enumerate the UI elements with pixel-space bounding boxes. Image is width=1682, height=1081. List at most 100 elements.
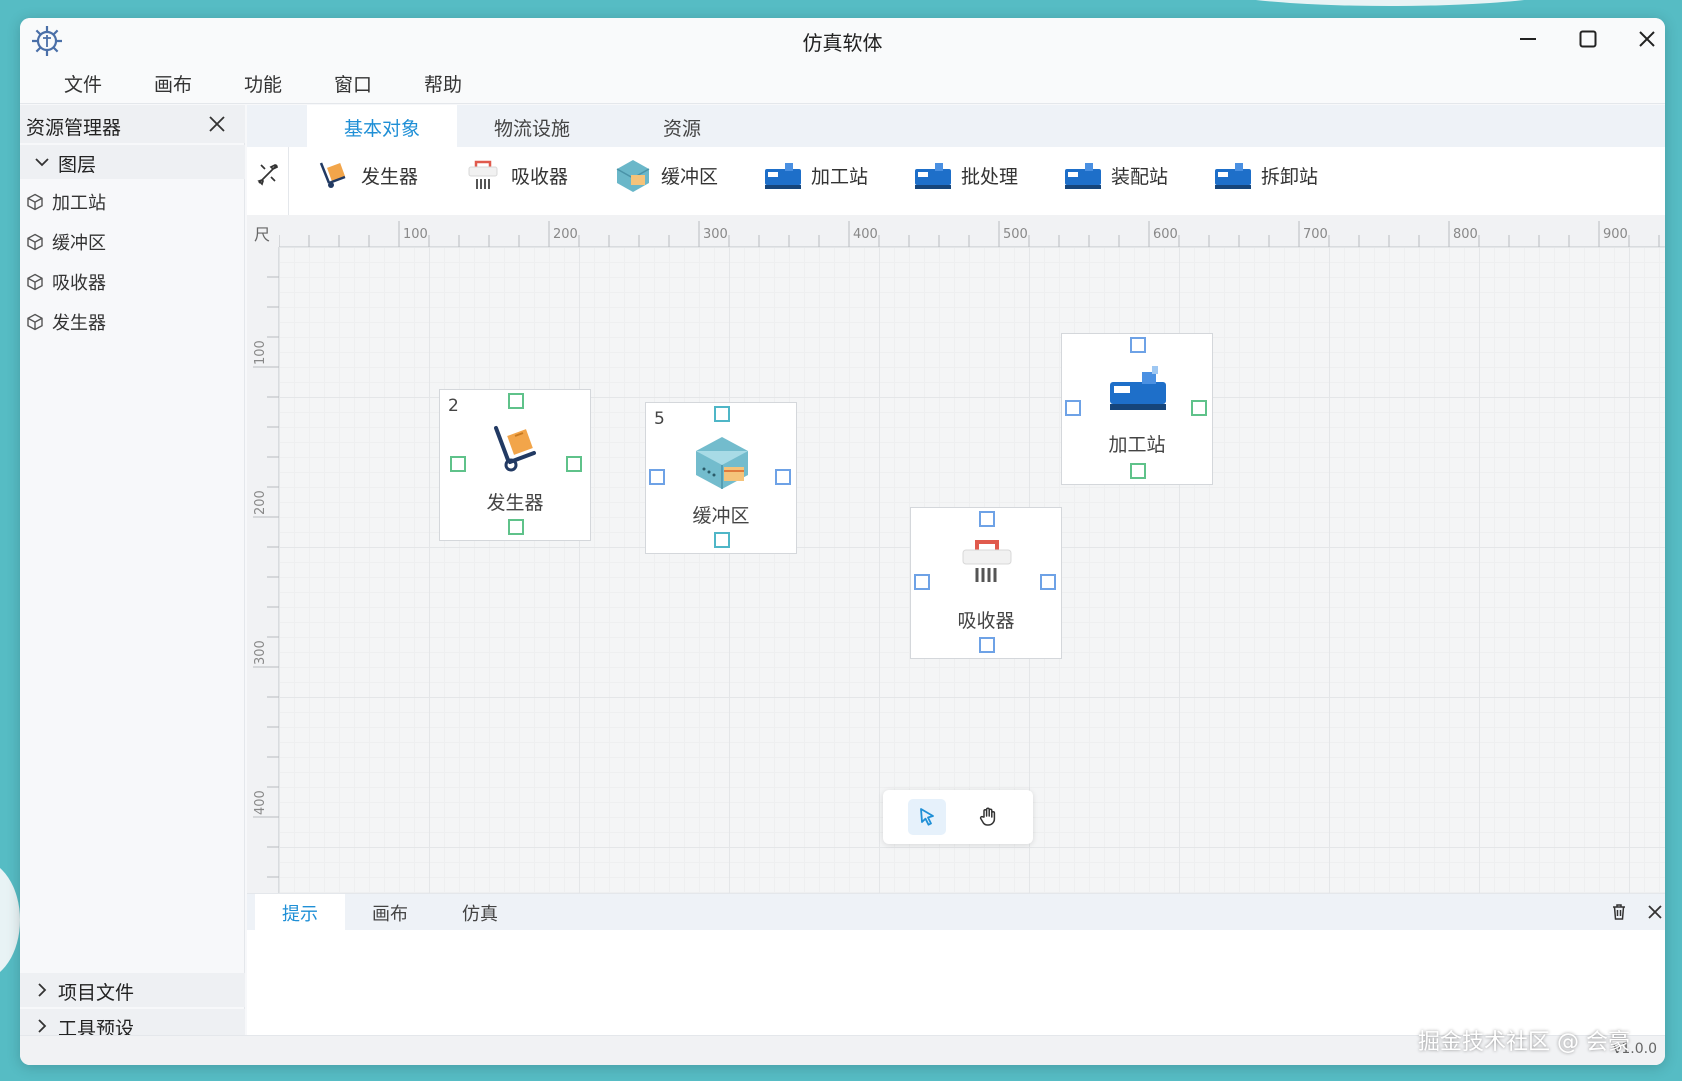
chevron-down-icon <box>35 158 49 167</box>
layer-item-label: 缓冲区 <box>52 233 106 254</box>
output-port[interactable] <box>775 469 791 485</box>
output-panel-tabs: 提示 画布 仿真 <box>247 894 1665 930</box>
project-files-section-header[interactable]: 项目文件 <box>20 973 245 1007</box>
cube-icon <box>27 313 43 331</box>
layer-item[interactable]: 加工站 <box>26 185 226 219</box>
tab-canvas-log[interactable]: 画布 <box>372 904 408 925</box>
maximize-icon <box>1579 30 1597 48</box>
machine-icon <box>765 163 801 189</box>
canvas-mode-toolbar <box>883 790 1033 844</box>
ruler-tick-label: 300 <box>703 227 728 242</box>
status-bar: v1.0.0 <box>20 1035 1665 1065</box>
ribbon-toolbar: 基本对象 物流设施 资源 发生器 吸收器 <box>247 105 1665 215</box>
menu-canvas[interactable]: 画布 <box>154 74 193 96</box>
tab-simulation-log[interactable]: 仿真 <box>462 904 498 925</box>
ruler-tick-label: 800 <box>1453 227 1478 242</box>
trash-icon[interactable] <box>1609 902 1629 922</box>
select-mode-button[interactable] <box>908 799 946 835</box>
layer-item[interactable]: 缓冲区 <box>26 225 226 259</box>
bottom-port[interactable] <box>979 637 995 653</box>
tool-assembly[interactable]: 装配站 <box>1063 157 1168 193</box>
input-port[interactable] <box>649 469 665 485</box>
chevron-right-icon <box>38 1019 47 1033</box>
tool-label: 发生器 <box>361 165 419 188</box>
tool-label: 拆卸站 <box>1261 165 1319 188</box>
pan-mode-button[interactable] <box>969 799 1007 835</box>
bottom-port[interactable] <box>714 532 730 548</box>
tool-label: 装配站 <box>1111 165 1169 188</box>
top-port[interactable] <box>1130 337 1146 353</box>
minimize-button[interactable] <box>1508 22 1548 56</box>
menu-file[interactable]: 文件 <box>64 74 103 96</box>
menu-window[interactable]: 窗口 <box>334 74 373 96</box>
machine-icon <box>1065 163 1101 189</box>
ribbon-collapse-button[interactable] <box>247 147 289 215</box>
tab-basic-objects[interactable]: 基本对象 <box>307 105 457 147</box>
close-button[interactable] <box>1627 22 1665 56</box>
pointer-icon <box>920 808 934 826</box>
layers-section-header[interactable]: 图层 <box>20 145 245 179</box>
menu-help[interactable]: 帮助 <box>424 74 463 96</box>
output-port[interactable] <box>1040 574 1056 590</box>
maximize-button[interactable] <box>1568 22 1608 56</box>
tool-buffer[interactable]: 缓冲区 <box>613 157 718 193</box>
cube-icon <box>27 273 43 291</box>
background-blob <box>0 860 20 980</box>
tab-resources[interactable]: 资源 <box>662 118 701 140</box>
input-port[interactable] <box>1065 400 1081 416</box>
close-icon <box>1639 31 1655 47</box>
top-port[interactable] <box>714 406 730 422</box>
bottom-port[interactable] <box>1130 463 1146 479</box>
top-port[interactable] <box>508 393 524 409</box>
tab-hints[interactable]: 提示 <box>255 894 345 930</box>
sidebar-title: 资源管理器 <box>26 117 122 139</box>
output-panel: 提示 画布 仿真 <box>247 893 1665 1035</box>
ruler-tick-label: 200 <box>253 490 268 515</box>
tool-label: 批处理 <box>961 165 1019 188</box>
simulation-canvas[interactable]: 100 200 300 400 500 600 700 800 900 100 … <box>247 215 1665 893</box>
ribbon-tab-strip: 基本对象 物流设施 资源 <box>247 105 1665 147</box>
output-port[interactable] <box>566 456 582 472</box>
close-icon[interactable] <box>206 113 228 135</box>
close-icon[interactable] <box>1645 902 1665 922</box>
cube-icon <box>27 233 43 251</box>
tool-label: 缓冲区 <box>661 165 719 188</box>
tool-label: 吸收器 <box>511 165 569 188</box>
shredder-icon <box>468 160 498 189</box>
tool-generator[interactable]: 发生器 <box>313 157 418 193</box>
window-title: 仿真软体 <box>802 31 883 55</box>
watermark: 掘金技术社区 @ 会豪 <box>1418 1030 1630 1055</box>
minimize-icon <box>1520 38 1536 40</box>
machine-icon <box>915 163 951 189</box>
hand-truck-icon <box>319 162 346 188</box>
menu-function[interactable]: 功能 <box>244 74 283 96</box>
layer-item[interactable]: 发生器 <box>26 305 226 339</box>
tool-disassembly[interactable]: 拆卸站 <box>1213 157 1318 193</box>
gear-app-icon <box>32 26 62 56</box>
menu-bar: 文件 画布 功能 窗口 帮助 <box>20 60 1665 104</box>
background-blob <box>1210 0 1570 6</box>
layer-item[interactable]: 吸收器 <box>26 265 226 299</box>
ruler-tick-label: 400 <box>853 227 878 242</box>
tool-batch[interactable]: 批处理 <box>913 157 1018 193</box>
ruler-unit: 尺 <box>247 215 279 247</box>
node-label: 吸收器 <box>957 610 1015 632</box>
vertical-ruler: 100 200 300 400 <box>247 215 279 893</box>
vertical-ruler-ticks <box>253 276 279 878</box>
top-port[interactable] <box>979 511 995 527</box>
shredder-icon <box>962 540 1012 582</box>
input-port[interactable] <box>450 456 466 472</box>
node-station[interactable]: 加工站 <box>1061 333 1213 485</box>
tool-station[interactable]: 加工站 <box>763 157 868 193</box>
ruler-tick-label: 600 <box>1153 227 1178 242</box>
input-port[interactable] <box>914 574 930 590</box>
node-generator[interactable]: 2 发生器 <box>439 389 591 541</box>
horizontal-ruler-ticks <box>278 221 1660 247</box>
node-buffer[interactable]: 5 缓冲区 <box>645 402 797 554</box>
node-absorber[interactable]: 吸收器 <box>910 507 1062 659</box>
tool-absorber[interactable]: 吸收器 <box>463 157 568 193</box>
bottom-port[interactable] <box>508 519 524 535</box>
layer-item-label: 加工站 <box>52 193 106 214</box>
tab-logistics[interactable]: 物流设施 <box>493 118 570 140</box>
output-port[interactable] <box>1191 400 1207 416</box>
